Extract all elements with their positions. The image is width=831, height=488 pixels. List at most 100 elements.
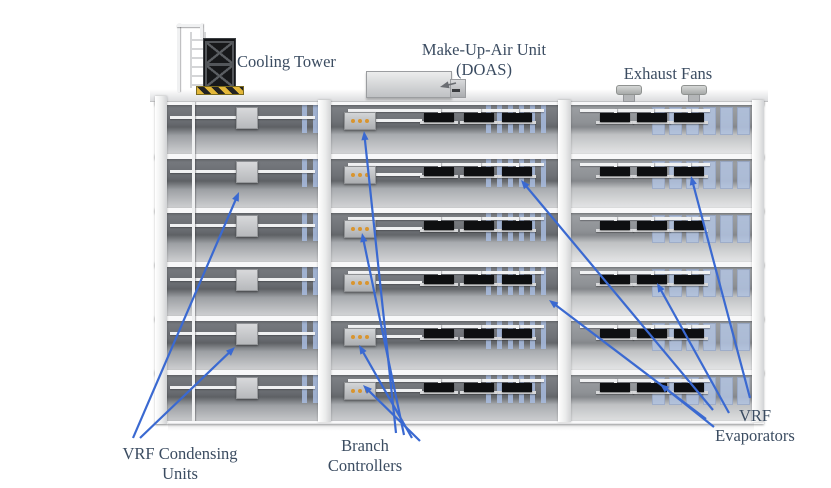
vrf-evaporator xyxy=(464,329,494,338)
vrf-evaporator xyxy=(637,329,667,338)
floor-slab xyxy=(155,208,764,213)
vrf-condensing-unit xyxy=(236,269,258,291)
vrf-evaporator xyxy=(464,167,494,176)
pipe-drop xyxy=(688,109,691,115)
vrf-evaporator xyxy=(600,113,630,122)
evaporator-tray xyxy=(420,229,458,232)
evaporator-tray xyxy=(420,283,458,286)
window xyxy=(720,215,733,243)
branch-controller-lights xyxy=(351,227,355,231)
ceiling-pipe xyxy=(348,379,544,382)
branch-controller-lights xyxy=(351,173,355,177)
vrf-evaporator xyxy=(600,221,630,230)
vrf-evaporator xyxy=(424,167,454,176)
cooling-tower-louver-panel xyxy=(205,64,234,88)
cooling-tower-pipe-top xyxy=(177,24,203,27)
vrf-evaporator xyxy=(674,167,704,176)
vrf-evaporator xyxy=(637,113,667,122)
vrf-evaporator xyxy=(424,275,454,284)
ceiling-pipe xyxy=(580,163,710,166)
make-up-air-unit-label: Make-Up-Air Unit (DOAS) xyxy=(421,40,547,80)
vrf-evaporator xyxy=(502,329,532,338)
cooling-tower xyxy=(203,38,236,90)
branch-controller xyxy=(344,220,376,238)
vrf-evaporator xyxy=(424,113,454,122)
vrf-evaporator xyxy=(637,383,667,392)
cooling-tower-pipe-riser xyxy=(177,24,180,92)
vrf-evaporator xyxy=(637,275,667,284)
vrf-evaporator xyxy=(674,275,704,284)
evaporator-tray xyxy=(596,175,634,178)
floor-slab xyxy=(155,154,764,159)
evaporator-tray xyxy=(498,121,536,124)
vrf-evaporator xyxy=(464,383,494,392)
refrigerant-pipe xyxy=(374,389,422,392)
window xyxy=(737,377,750,405)
evaporator-tray xyxy=(498,337,536,340)
vrf-condensing-unit xyxy=(236,107,258,129)
pipe-drop xyxy=(438,217,441,223)
window xyxy=(737,107,750,135)
vrf-evaporator xyxy=(424,329,454,338)
refrigerant-pipe xyxy=(374,281,422,284)
exhaust-fans-label: Exhaust Fans xyxy=(623,64,713,83)
window xyxy=(720,377,733,405)
pipe-drop xyxy=(478,379,481,385)
vrf-evaporator xyxy=(502,275,532,284)
pipe-drop xyxy=(516,271,519,277)
cooling-tower-louver-panel xyxy=(205,41,234,65)
ceiling-pipe xyxy=(348,325,544,328)
vrf-condensing-units-label: VRF Condensing Units xyxy=(122,444,238,484)
pipe-drop xyxy=(438,379,441,385)
make-up-air-unit xyxy=(366,71,452,98)
interior-wall-2 xyxy=(558,100,571,422)
vrf-evaporator xyxy=(464,275,494,284)
vrf-evaporator xyxy=(502,221,532,230)
vrf-condensing-unit xyxy=(236,377,258,399)
vrf-evaporator xyxy=(674,221,704,230)
cooling-tower-label: Cooling Tower xyxy=(237,52,336,71)
evaporator-tray xyxy=(460,121,498,124)
evaporator-tray xyxy=(420,391,458,394)
pipe-drop xyxy=(478,109,481,115)
vrf-evaporator xyxy=(600,275,630,284)
pipe-drop xyxy=(438,271,441,277)
branch-controller-lights xyxy=(351,281,355,285)
branch-controller-lights xyxy=(351,335,355,339)
evaporator-tray xyxy=(670,175,708,178)
evaporator-tray xyxy=(498,391,536,394)
pipe-drop xyxy=(688,163,691,169)
vrf-evaporator xyxy=(600,383,630,392)
building-base-line xyxy=(155,421,764,424)
pipe-drop xyxy=(651,163,654,169)
evaporator-tray xyxy=(670,121,708,124)
pipe-drop xyxy=(478,217,481,223)
vrf-evaporator xyxy=(464,113,494,122)
vrf-evaporator xyxy=(674,383,704,392)
pipe-drop xyxy=(438,109,441,115)
branch-controller-lights xyxy=(351,119,355,123)
window-slats xyxy=(302,159,318,187)
pipe-drop xyxy=(438,325,441,331)
pipe-drop xyxy=(438,163,441,169)
vrf-condensing-unit xyxy=(236,323,258,345)
vrf-evaporator xyxy=(424,221,454,230)
floor-slab xyxy=(155,316,764,321)
branch-controller xyxy=(344,166,376,184)
vrf-evaporator xyxy=(600,329,630,338)
vrf-evaporator xyxy=(600,167,630,176)
right-exterior-wall xyxy=(752,100,764,422)
branch-controllers-label: Branch Controllers xyxy=(327,436,403,476)
exhaust-fan xyxy=(616,85,642,95)
refrigerant-pipe xyxy=(374,227,422,230)
vrf-evaporator xyxy=(674,113,704,122)
pipe-drop xyxy=(516,217,519,223)
pipe-drop xyxy=(516,379,519,385)
vrf-evaporator xyxy=(674,329,704,338)
vrf-condensing-unit xyxy=(236,215,258,237)
window xyxy=(720,323,733,351)
window-slats xyxy=(302,105,318,133)
cooling-tower-pipe-drop xyxy=(200,24,203,38)
evaporator-tray xyxy=(460,175,498,178)
